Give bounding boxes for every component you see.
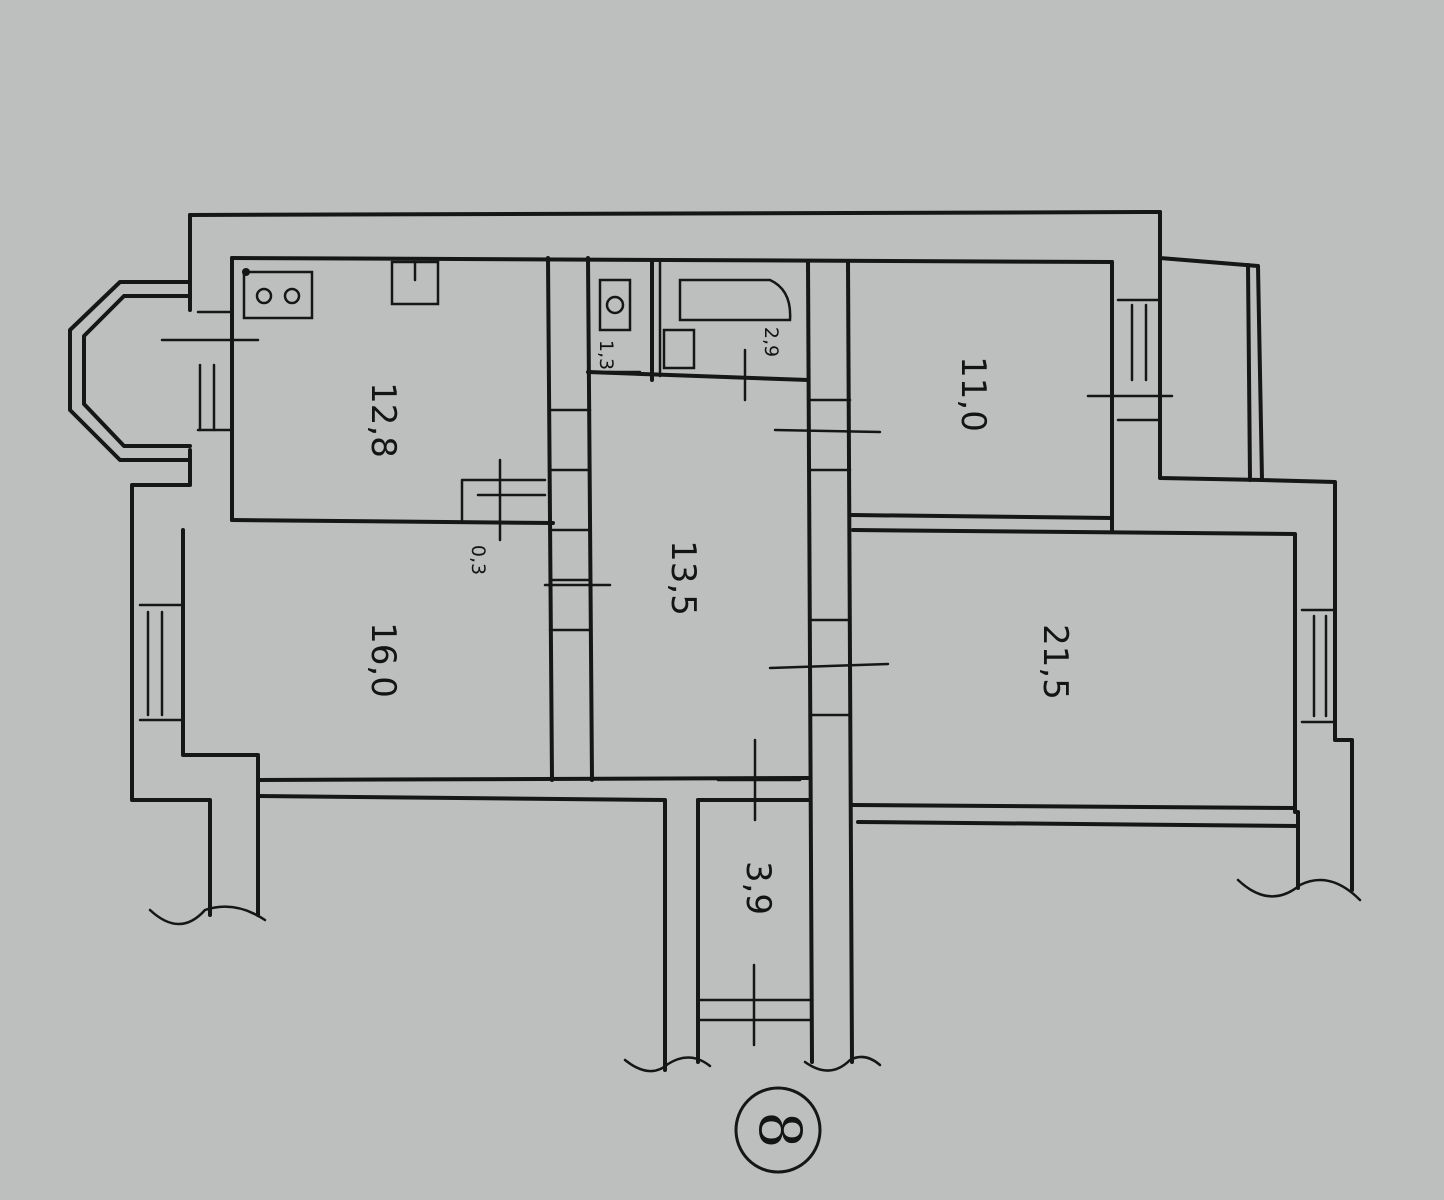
room-labels: 12,8 16,0 13,5 11,0 21,5 3,9 1,3 2,9 0,3 — [363, 327, 1075, 915]
area-label-loggia: 3,9 — [738, 861, 778, 915]
area-label-closet: 0,3 — [467, 545, 489, 575]
bay-window — [68, 280, 260, 462]
fixtures — [242, 260, 890, 822]
area-label-wc: 1,3 — [595, 340, 617, 370]
area-label-room-top: 11,0 — [953, 356, 993, 432]
interior-walls — [230, 256, 1114, 1072]
area-label-room-left: 16,0 — [363, 622, 403, 698]
area-label-room-big: 21,5 — [1035, 624, 1075, 700]
break-lines — [148, 878, 1362, 1073]
area-label-hall: 13,5 — [663, 540, 703, 616]
area-label-bath: 2,9 — [760, 327, 782, 357]
apartment-mark-number: 8 — [746, 1112, 814, 1149]
area-label-kitchen: 12,8 — [363, 382, 403, 458]
apartment-mark: 8 — [734, 1086, 822, 1174]
apartment-mark-circle — [734, 1086, 822, 1174]
outer-walls — [130, 210, 1354, 917]
windows — [138, 298, 1337, 1047]
